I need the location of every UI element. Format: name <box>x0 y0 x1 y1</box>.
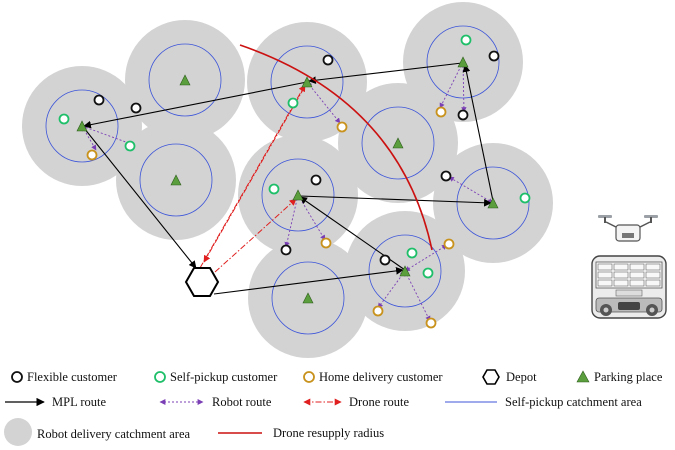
robot-route <box>439 61 464 109</box>
flexible-customer-marker <box>379 254 391 266</box>
flexible-customer-marker <box>310 174 322 186</box>
flexible-customer-marker <box>457 109 469 121</box>
legend-mpl-route: MPL route <box>52 395 106 409</box>
robot-route <box>81 125 135 146</box>
self-pickup-ring <box>361 106 435 180</box>
self-pickup-ring <box>271 261 345 335</box>
parking-place-marker <box>292 189 304 201</box>
mpl-route <box>299 195 492 207</box>
parking-place-marker <box>179 74 191 86</box>
home-delivery-customer-marker <box>320 237 332 249</box>
robot-catchment-areas <box>22 2 553 358</box>
mpl-route <box>83 81 308 129</box>
legend-home-delivery-customer: Home delivery customer <box>319 370 443 384</box>
parking-places <box>76 56 499 304</box>
legend-flexible-customer: Flexible customer <box>27 370 118 384</box>
robot-route <box>404 270 431 322</box>
self-pickup-customer-marker <box>519 192 531 204</box>
legend-robot-area: Robot delivery catchment area <box>37 427 191 441</box>
legend-self-pickup-customer-symbol <box>154 371 166 383</box>
robot-route <box>306 81 341 124</box>
mpl-route <box>83 127 197 269</box>
self-pickup-ring <box>148 43 222 117</box>
legend: Flexible customer Self-pickup customer H… <box>4 369 663 446</box>
flexible-customer-marker <box>322 54 334 66</box>
depot-hexagon <box>184 267 220 297</box>
parking-place-marker <box>76 120 88 132</box>
legend-parking-place-symbol <box>576 370 590 383</box>
legend-parking-place: Parking place <box>594 370 663 384</box>
parking-place-marker <box>487 197 499 209</box>
home-delivery-customer-marker <box>443 238 455 250</box>
home-delivery-customer-marker <box>425 317 437 329</box>
parking-place-marker <box>170 174 182 186</box>
legend-self-pickup-area: Self-pickup catchment area <box>505 395 642 409</box>
home-delivery-customers <box>86 106 455 329</box>
drone-icon <box>598 215 658 242</box>
drone-resupply-radius <box>239 44 433 251</box>
flexible-customer-marker <box>280 244 292 256</box>
self-pickup-customer-marker <box>460 34 472 46</box>
parking-place-marker <box>399 265 411 277</box>
legend-self-pickup-customer: Self-pickup customer <box>170 370 278 384</box>
parking-place-marker <box>392 137 404 149</box>
legend-drone-route: Drone route <box>349 395 409 409</box>
parking-place-marker <box>301 76 313 88</box>
home-delivery-customer-marker <box>86 149 98 161</box>
home-delivery-customer-marker <box>435 106 447 118</box>
parking-place-marker <box>302 292 314 304</box>
home-delivery-customer-marker <box>336 121 348 133</box>
parking-place-marker <box>457 56 469 68</box>
legend-home-delivery-customer-symbol <box>303 371 315 383</box>
drone-routes <box>199 84 306 273</box>
mpl-route <box>213 267 404 295</box>
self-pickup-customer-marker <box>406 247 418 259</box>
robot-route <box>448 176 494 204</box>
self-pickup-customer-marker <box>422 267 434 279</box>
legend-robot-area-symbol <box>4 418 32 446</box>
self-pickup-customers <box>58 34 531 279</box>
self-pickup-customer-marker <box>287 97 299 109</box>
flexible-customer-marker <box>488 50 500 62</box>
legend-drone-radius: Drone resupply radius <box>273 426 384 440</box>
self-pickup-customer-marker <box>268 183 280 195</box>
flexible-customers <box>93 50 500 266</box>
home-delivery-customer-marker <box>372 305 384 317</box>
self-pickup-ring <box>139 143 213 217</box>
flexible-customer-marker <box>440 170 452 182</box>
robot-vehicle-icon <box>591 255 667 319</box>
legend-depot-symbol <box>482 369 500 385</box>
drone-route <box>203 87 305 263</box>
legend-depot: Depot <box>506 370 537 384</box>
drone-route <box>199 84 306 269</box>
flexible-customer-marker <box>93 94 105 106</box>
legend-flexible-customer-symbol <box>11 371 23 383</box>
self-pickup-customer-marker <box>58 113 70 125</box>
drone-route <box>214 198 297 273</box>
mpl-route <box>308 62 463 85</box>
mpl-route <box>462 64 494 202</box>
self-pickup-customer-marker <box>124 140 136 152</box>
robot-route <box>404 244 448 272</box>
legend-robot-route: Robot route <box>212 395 272 409</box>
flexible-customer-marker <box>130 102 142 114</box>
